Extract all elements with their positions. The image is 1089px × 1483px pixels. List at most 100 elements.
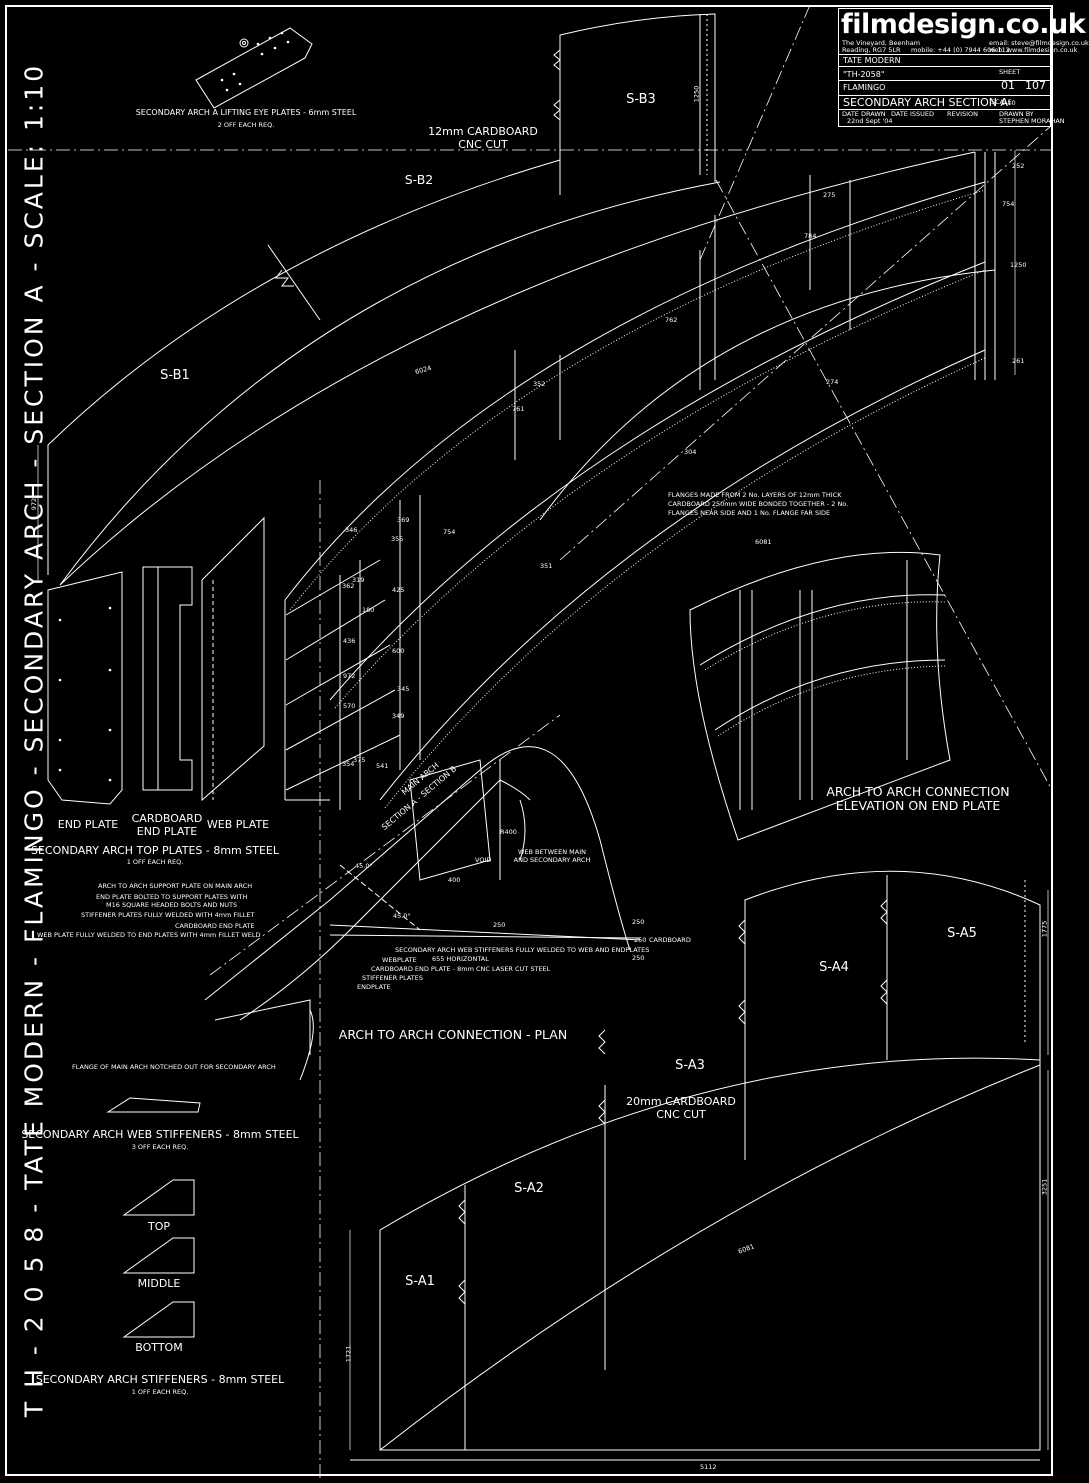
angle-label-2: 45.0° [393,912,411,920]
flanges-note-3: FLANGES NEAR SIDE AND 1 No. FLANGE FAR S… [668,509,831,517]
dim-400: 400 [448,876,461,884]
end-plate [47,571,123,805]
top-plates-req: 1 OFF EACH REQ. [126,858,184,866]
dim-541: 541 [376,762,389,770]
top-plates-label: SECONDARY ARCH TOP PLATES - 8mm STEEL [31,844,279,857]
stiffeners-label: SECONDARY ARCH STIFFENERS - 8mm STEEL [35,1373,285,1386]
dim-274: 274 [826,378,839,386]
plan-note-4: STIFFENER PLATES [362,974,423,982]
stiffener-shapes [106,1097,201,1338]
horizontal-dim: 655 HORIZONTAL [432,955,489,963]
sa-pieces [350,870,1041,1461]
subject: FLAMINGO [843,83,886,92]
plan-note-3: CARDBOARD END PLATE - 8mm CNC LASER CUT … [371,965,551,973]
title-block: filmdesign.co.uk The Vineyard, Beenham R… [838,8,1089,127]
plan-title: ARCH TO ARCH CONNECTION - PLAN [338,1027,568,1042]
dim-250-d: 250 [634,936,647,944]
dim-355: 355 [391,535,404,543]
dim-1250-b: 1250 [1010,261,1027,269]
end-plate-label: END PLATE [57,818,119,831]
cardboard-label: CARDBOARD [649,936,691,944]
dim-351: 351 [540,562,553,570]
note-end-plate-bolted: END PLATE BOLTED TO SUPPORT PLATES WITH [96,893,248,901]
scale-value: 1:10 [1001,99,1016,107]
lifting-eye-req: 2 OFF EACH REQ. [217,121,275,129]
piece-sa3: S-A3 [675,1058,705,1073]
dim-600: 600 [392,647,405,655]
dim-362: 362 [342,582,355,590]
sheet-total: 107 [1025,79,1046,92]
dim-1250-a: 1250 [692,85,701,103]
note-web-welded: WEB PLATE FULLY WELDED TO END PLATES WIT… [37,931,261,939]
plan-connection [204,746,641,1081]
dim-3251: 3251 [1040,1178,1049,1196]
address-2: Reading, RG7 5LR [842,46,901,54]
radius-label: R400 [500,828,517,836]
project-code: "TH-2058" [843,70,885,79]
dim-6081-a: 6081 [755,538,772,546]
dim-436: 436 [343,637,356,645]
brand-logo: filmdesign.co.uk [841,9,1086,40]
piece-sb2: S-B2 [404,172,434,187]
dim-761: 761 [512,405,525,413]
dim-754-b: 754 [443,528,456,536]
dim-261: 261 [1012,357,1025,365]
dim-1775: 1775 [1040,920,1049,938]
dim-275: 275 [823,191,836,199]
dim-762: 762 [665,316,678,324]
drawing-linework [8,4,1053,1480]
field-revision: REVISION [947,110,979,118]
dim-972: 972 [30,497,39,511]
web-stiffeners-req: 3 OFF EACH REQ. [131,1143,189,1151]
note-stiffener-welded: STIFFENER PLATES FULLY WELDED WITH 4mm F… [81,911,255,919]
void-label: VOID [475,856,492,864]
dim-369: 369 [397,516,410,524]
dim-252: 252 [1012,162,1025,170]
web-between-2: AND SECONDARY ARCH [513,856,591,864]
flanges-note-1: FLANGES MADE FROM 2 No. LAYERS OF 12mm T… [668,491,842,499]
dim-349: 349 [392,712,405,720]
stiffener-middle-label: MIDDLE [137,1277,181,1290]
flange-notch-note: FLANGE OF MAIN ARCH NOTCHED OUT FOR SECO… [72,1063,276,1071]
elevation-end-plate [689,551,951,841]
flange-stiffeners [284,175,851,810]
note-support-plate: ARCH TO ARCH SUPPORT PLATE ON MAIN ARCH [98,882,253,890]
web-between-1: WEB BETWEEN MAIN [518,848,586,856]
dim-345: 345 [397,685,410,693]
dim-250-c: 250 [632,954,645,962]
email: email: steve@filmdesign.co.uk [989,39,1089,47]
dim-5112: 5112 [700,1463,717,1471]
piece-sa1: S-A1 [405,1274,435,1289]
website: web: www.filmdesign.co.uk [989,46,1078,54]
dim-250-b: 250 [632,918,645,926]
note-bolts: M16 SQUARE HEADED BOLTS AND NUTS [106,901,238,909]
dim-570: 570 [343,702,356,710]
drawn-by-value: STEPHEN MORAHAN [999,117,1065,125]
piece-sa2: S-A2 [514,1181,544,1196]
dim-972-b: 972 [343,672,356,680]
dim-180: 180 [362,606,375,614]
lifting-eye-label: SECONDARY ARCH A LIFTING EYE PLATES - 6m… [135,108,357,117]
dim-319: 319 [352,576,365,584]
elevation-title-1: ARCH TO ARCH CONNECTION [826,784,1010,799]
date-value: 22nd Sept '04 [847,117,893,125]
dimension-lines [37,150,1049,1450]
cnc-cut-label-2: CNC CUT [656,1108,706,1121]
angle-label-1: 45.0° [355,862,373,870]
cardboard-20-label: 20mm CARDBOARD [626,1095,736,1108]
sheet-border [5,5,1053,1476]
project-name: TATE MODERN [843,56,901,65]
cardboard-end-plate [142,566,193,791]
sheet-number: 01 [1001,79,1015,92]
piece-sa5: S-A5 [947,926,977,941]
dim-304: 304 [684,448,697,456]
arch-flanges [284,152,996,809]
dim-754-a: 754 [1002,200,1015,208]
stiffener-top-label: TOP [147,1220,171,1233]
address: The Vineyard, Beenham [842,39,921,47]
elevation-title-2: ELEVATION ON END PLATE [835,798,1001,813]
web-plate [201,516,265,802]
note-cardboard-end-plate: CARDBOARD END PLATE [175,922,255,930]
stiffener-bottom-label: BOTTOM [135,1341,183,1354]
field-date-drawn: DATE DRAWN [842,110,886,118]
